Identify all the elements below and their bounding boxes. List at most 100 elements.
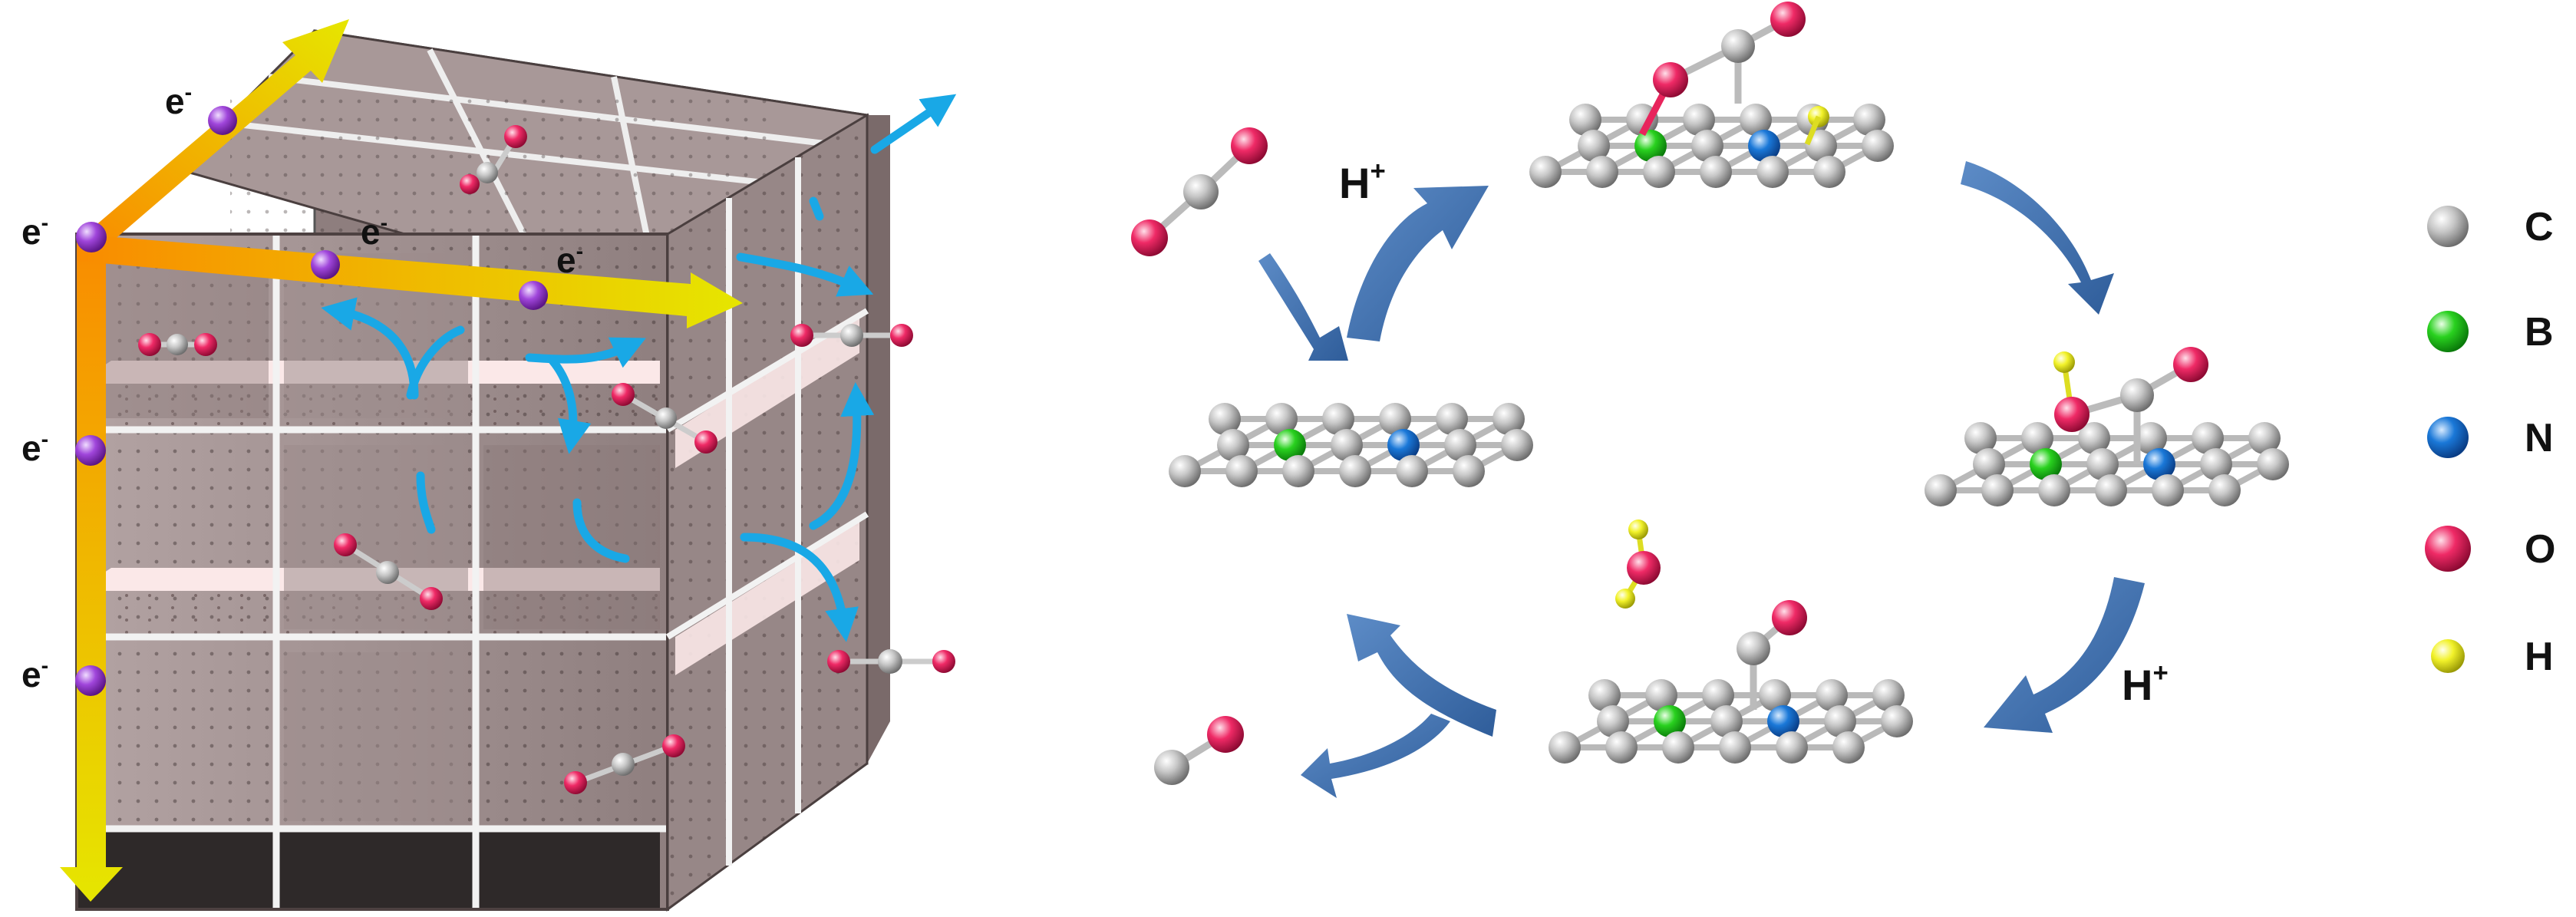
carbon-atom: [2086, 448, 2119, 480]
electron-dot: [311, 250, 340, 279]
carbon-atom: [2192, 422, 2224, 454]
carbon-atom: [2257, 448, 2289, 480]
carbon-atom: [1824, 705, 1856, 737]
carbon-atom: [1217, 429, 1249, 461]
carbon-atom: [1569, 104, 1601, 136]
flow-arrow: [572, 498, 630, 563]
electron-label: e-: [21, 211, 48, 252]
bn-graphene-sheet: [1529, 104, 1894, 188]
legend-label: B: [2525, 310, 2554, 355]
intermediate-state: [1639, 2, 1829, 146]
flow-arrow: [870, 94, 957, 154]
carbon-atom: [1501, 429, 1533, 461]
free-co2-molecule: [1131, 127, 1268, 256]
flow-arrow: [548, 356, 592, 454]
electron-label: e-: [556, 239, 583, 280]
hydrogen-atom-swatch: [2431, 639, 2465, 673]
cycle-arrow: [1347, 186, 1489, 341]
co2-molecule: [827, 649, 955, 674]
carbon-atom: [1740, 104, 1772, 136]
carbon-atom: [1662, 731, 1694, 764]
carbon-atom: [2095, 474, 2127, 506]
carbon-atom: [1710, 705, 1743, 737]
electron-labels: e- e- e- e- e- e-: [21, 81, 583, 694]
carbon-atom: [2208, 474, 2241, 506]
carbon-atom: [1981, 474, 2014, 506]
electron-label: e-: [165, 81, 192, 121]
co2-molecule: [334, 533, 443, 610]
carbon-atom: [1379, 403, 1411, 435]
porous-framework: e- e- e- e- e- e-: [21, 19, 957, 912]
proton-label: H+: [2122, 658, 2169, 709]
cycle-arrow: [1347, 614, 1496, 737]
flow-arrow: [809, 196, 824, 221]
carbon-atom: [1549, 731, 1581, 764]
electron-axis-diagonal: [77, 19, 349, 246]
carbon-atom: [1964, 422, 1997, 454]
boron-atom-swatch: [2427, 311, 2469, 352]
intermediate-state: [1737, 600, 1807, 710]
bn-graphene-sheet: [1925, 422, 2289, 506]
carbon-atom: [1436, 403, 1468, 435]
legend-item-boron: B: [2427, 310, 2554, 355]
carbon-atom: [1756, 156, 1789, 188]
carbon-atom: [1683, 104, 1715, 136]
boron-atom: [2030, 448, 2062, 480]
electron-dot: [208, 106, 237, 135]
carbon-atom: [1872, 679, 1905, 711]
electron-axis-horizontal: [77, 234, 743, 328]
electron-dot: [76, 222, 107, 252]
legend-label: O: [2525, 527, 2555, 572]
legend-item-hydrogen: H: [2431, 635, 2554, 679]
co2-molecule: [564, 734, 685, 794]
carbon-atom: [1588, 679, 1621, 711]
bn-graphene-sheet: [1549, 679, 1913, 764]
electron-markers: [75, 106, 548, 696]
carbon-atom: [1702, 679, 1734, 711]
carbon-atom: [1805, 130, 1837, 162]
carbon-atom: [1700, 156, 1732, 188]
boron-atom: [1634, 130, 1667, 162]
legend-item-oxygen: O: [2425, 526, 2555, 572]
carbon-atom: [1813, 156, 1845, 188]
carbon-atom: [1881, 705, 1913, 737]
legend-label: N: [2525, 416, 2554, 460]
carbon-atom: [1282, 455, 1314, 487]
cycle-arrow: [1984, 577, 2145, 733]
cycle-arrow: [1961, 161, 2114, 315]
carbon-atom: [2038, 474, 2070, 506]
carbon-atom: [1578, 130, 1610, 162]
carbon-atom: [1605, 731, 1638, 764]
flow-arrow: [736, 252, 874, 297]
nitrogen-atom: [1767, 705, 1799, 737]
electron-dot: [75, 665, 106, 696]
electron-label: e-: [361, 211, 388, 252]
carbon-atom: [1597, 705, 1629, 737]
carbon-atom: [2021, 422, 2053, 454]
carbon-atom: [1832, 731, 1865, 764]
carbon-atom: [1645, 679, 1677, 711]
flow-arrow: [525, 337, 646, 368]
oxygen-atom-swatch: [2425, 526, 2471, 572]
catalytic-cycle: H+ H+: [1131, 2, 2289, 798]
bn-graphene-sheet: [1169, 403, 1533, 487]
framework-front: [75, 233, 669, 911]
gas-flow-arrows: [321, 94, 957, 642]
carbon-atom: [1691, 130, 1723, 162]
carbon-atom: [1719, 731, 1751, 764]
element-legend: C B N O H: [2425, 205, 2555, 679]
carbon-atom: [1529, 156, 1562, 188]
carbon-atom: [2200, 448, 2232, 480]
water-molecule: [1615, 520, 1661, 609]
legend-label: C: [2525, 205, 2554, 249]
carbon-atom: [1925, 474, 1957, 506]
co-molecule: [1154, 716, 1244, 785]
carbon-atom: [1759, 679, 1791, 711]
flow-arrow: [740, 533, 859, 642]
carbon-atom: [2248, 422, 2281, 454]
framework-right-side: [665, 113, 869, 912]
co2-molecule: [612, 383, 717, 454]
carbon-atom: [2152, 474, 2184, 506]
carbon-atom: [1816, 679, 1848, 711]
